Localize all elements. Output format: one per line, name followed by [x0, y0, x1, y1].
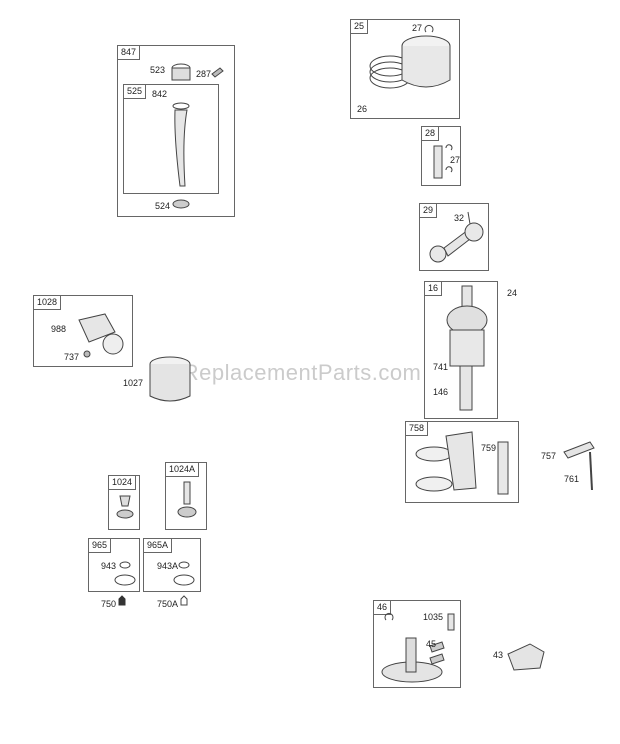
callout-43: 43 — [493, 650, 504, 660]
plug-drawing — [118, 595, 126, 606]
box-number: 1028 — [34, 296, 62, 310]
governor-drawing — [78, 313, 124, 358]
part-box-1024A[interactable]: 1024A — [165, 462, 207, 530]
box-number: 758 — [406, 422, 429, 436]
callout-757: 757 — [541, 451, 557, 461]
part-box-16[interactable]: 16 — [424, 281, 498, 419]
bearing-housing-drawing — [415, 431, 509, 495]
callout-287: 287 — [196, 69, 212, 79]
box-number: 25 — [351, 20, 369, 34]
callout-759: 759 — [481, 443, 497, 453]
callout-27: 27 — [412, 23, 423, 33]
callout-146: 146 — [433, 387, 449, 397]
part-box-965[interactable]: 965 — [88, 538, 140, 592]
callout-1035: 1035 — [423, 612, 444, 622]
box-number: 847 — [118, 46, 141, 60]
box-number: 965 — [89, 539, 112, 553]
seal-a-drawing — [173, 561, 195, 586]
part-box-1024[interactable]: 1024 — [108, 475, 140, 530]
callout-943: 943 — [101, 561, 117, 571]
piston-drawing — [369, 24, 451, 89]
callout-523: 523 — [150, 65, 166, 75]
box-number: 1024A — [166, 463, 200, 477]
rocker-arm-drawing — [563, 441, 595, 491]
governor-gear-drawing — [116, 495, 134, 519]
callout-737: 737 — [64, 352, 80, 362]
part-box-525[interactable]: 525 — [123, 84, 219, 194]
part-box-46[interactable]: 46 — [373, 600, 461, 688]
part-box-847[interactable]: 847 — [117, 45, 235, 217]
oil-filter-drawing — [149, 356, 191, 402]
box-number: 525 — [124, 85, 147, 99]
callout-750A: 750A — [157, 599, 179, 609]
box-number: 16 — [425, 282, 443, 296]
callout-26: 26 — [357, 104, 368, 114]
piston-pin-drawing — [433, 144, 453, 179]
callout-988: 988 — [51, 324, 67, 334]
camshaft-drawing — [381, 612, 455, 683]
part-box-1028[interactable]: 1028 — [33, 295, 133, 367]
box-number: 28 — [422, 127, 440, 141]
crankshaft-drawing — [446, 285, 488, 411]
watermark: eReplacementParts.com — [170, 360, 422, 385]
part-box-28[interactable]: 28 — [421, 126, 461, 186]
seal-drawing — [114, 561, 136, 586]
plug-a-drawing — [180, 595, 188, 606]
callout-741: 741 — [433, 362, 449, 372]
callout-750: 750 — [101, 599, 117, 609]
callout-32: 32 — [454, 213, 465, 223]
callout-524: 524 — [155, 201, 171, 211]
breather-drawing — [507, 643, 545, 671]
box-number: 1024 — [109, 476, 137, 490]
callout-761: 761 — [564, 474, 580, 484]
part-box-25[interactable]: 25 — [350, 19, 460, 119]
box-number: 46 — [374, 601, 392, 615]
callout-24: 24 — [507, 288, 518, 298]
connecting-rod-drawing — [429, 211, 484, 263]
callout-842: 842 — [152, 89, 168, 99]
callout-1027: 1027 — [123, 378, 144, 388]
callout-27: 27 — [450, 155, 461, 165]
callout-45: 45 — [426, 639, 437, 649]
governor-gear-a-drawing — [177, 481, 197, 518]
box-number: 29 — [420, 204, 438, 218]
part-box-758[interactable]: 758 — [405, 421, 519, 503]
dipstick-tube-drawing — [171, 63, 224, 209]
part-box-29[interactable]: 29 — [419, 203, 489, 271]
callout-943A: 943A — [157, 561, 179, 571]
box-number: 965A — [144, 539, 173, 553]
part-box-965A[interactable]: 965A — [143, 538, 201, 592]
